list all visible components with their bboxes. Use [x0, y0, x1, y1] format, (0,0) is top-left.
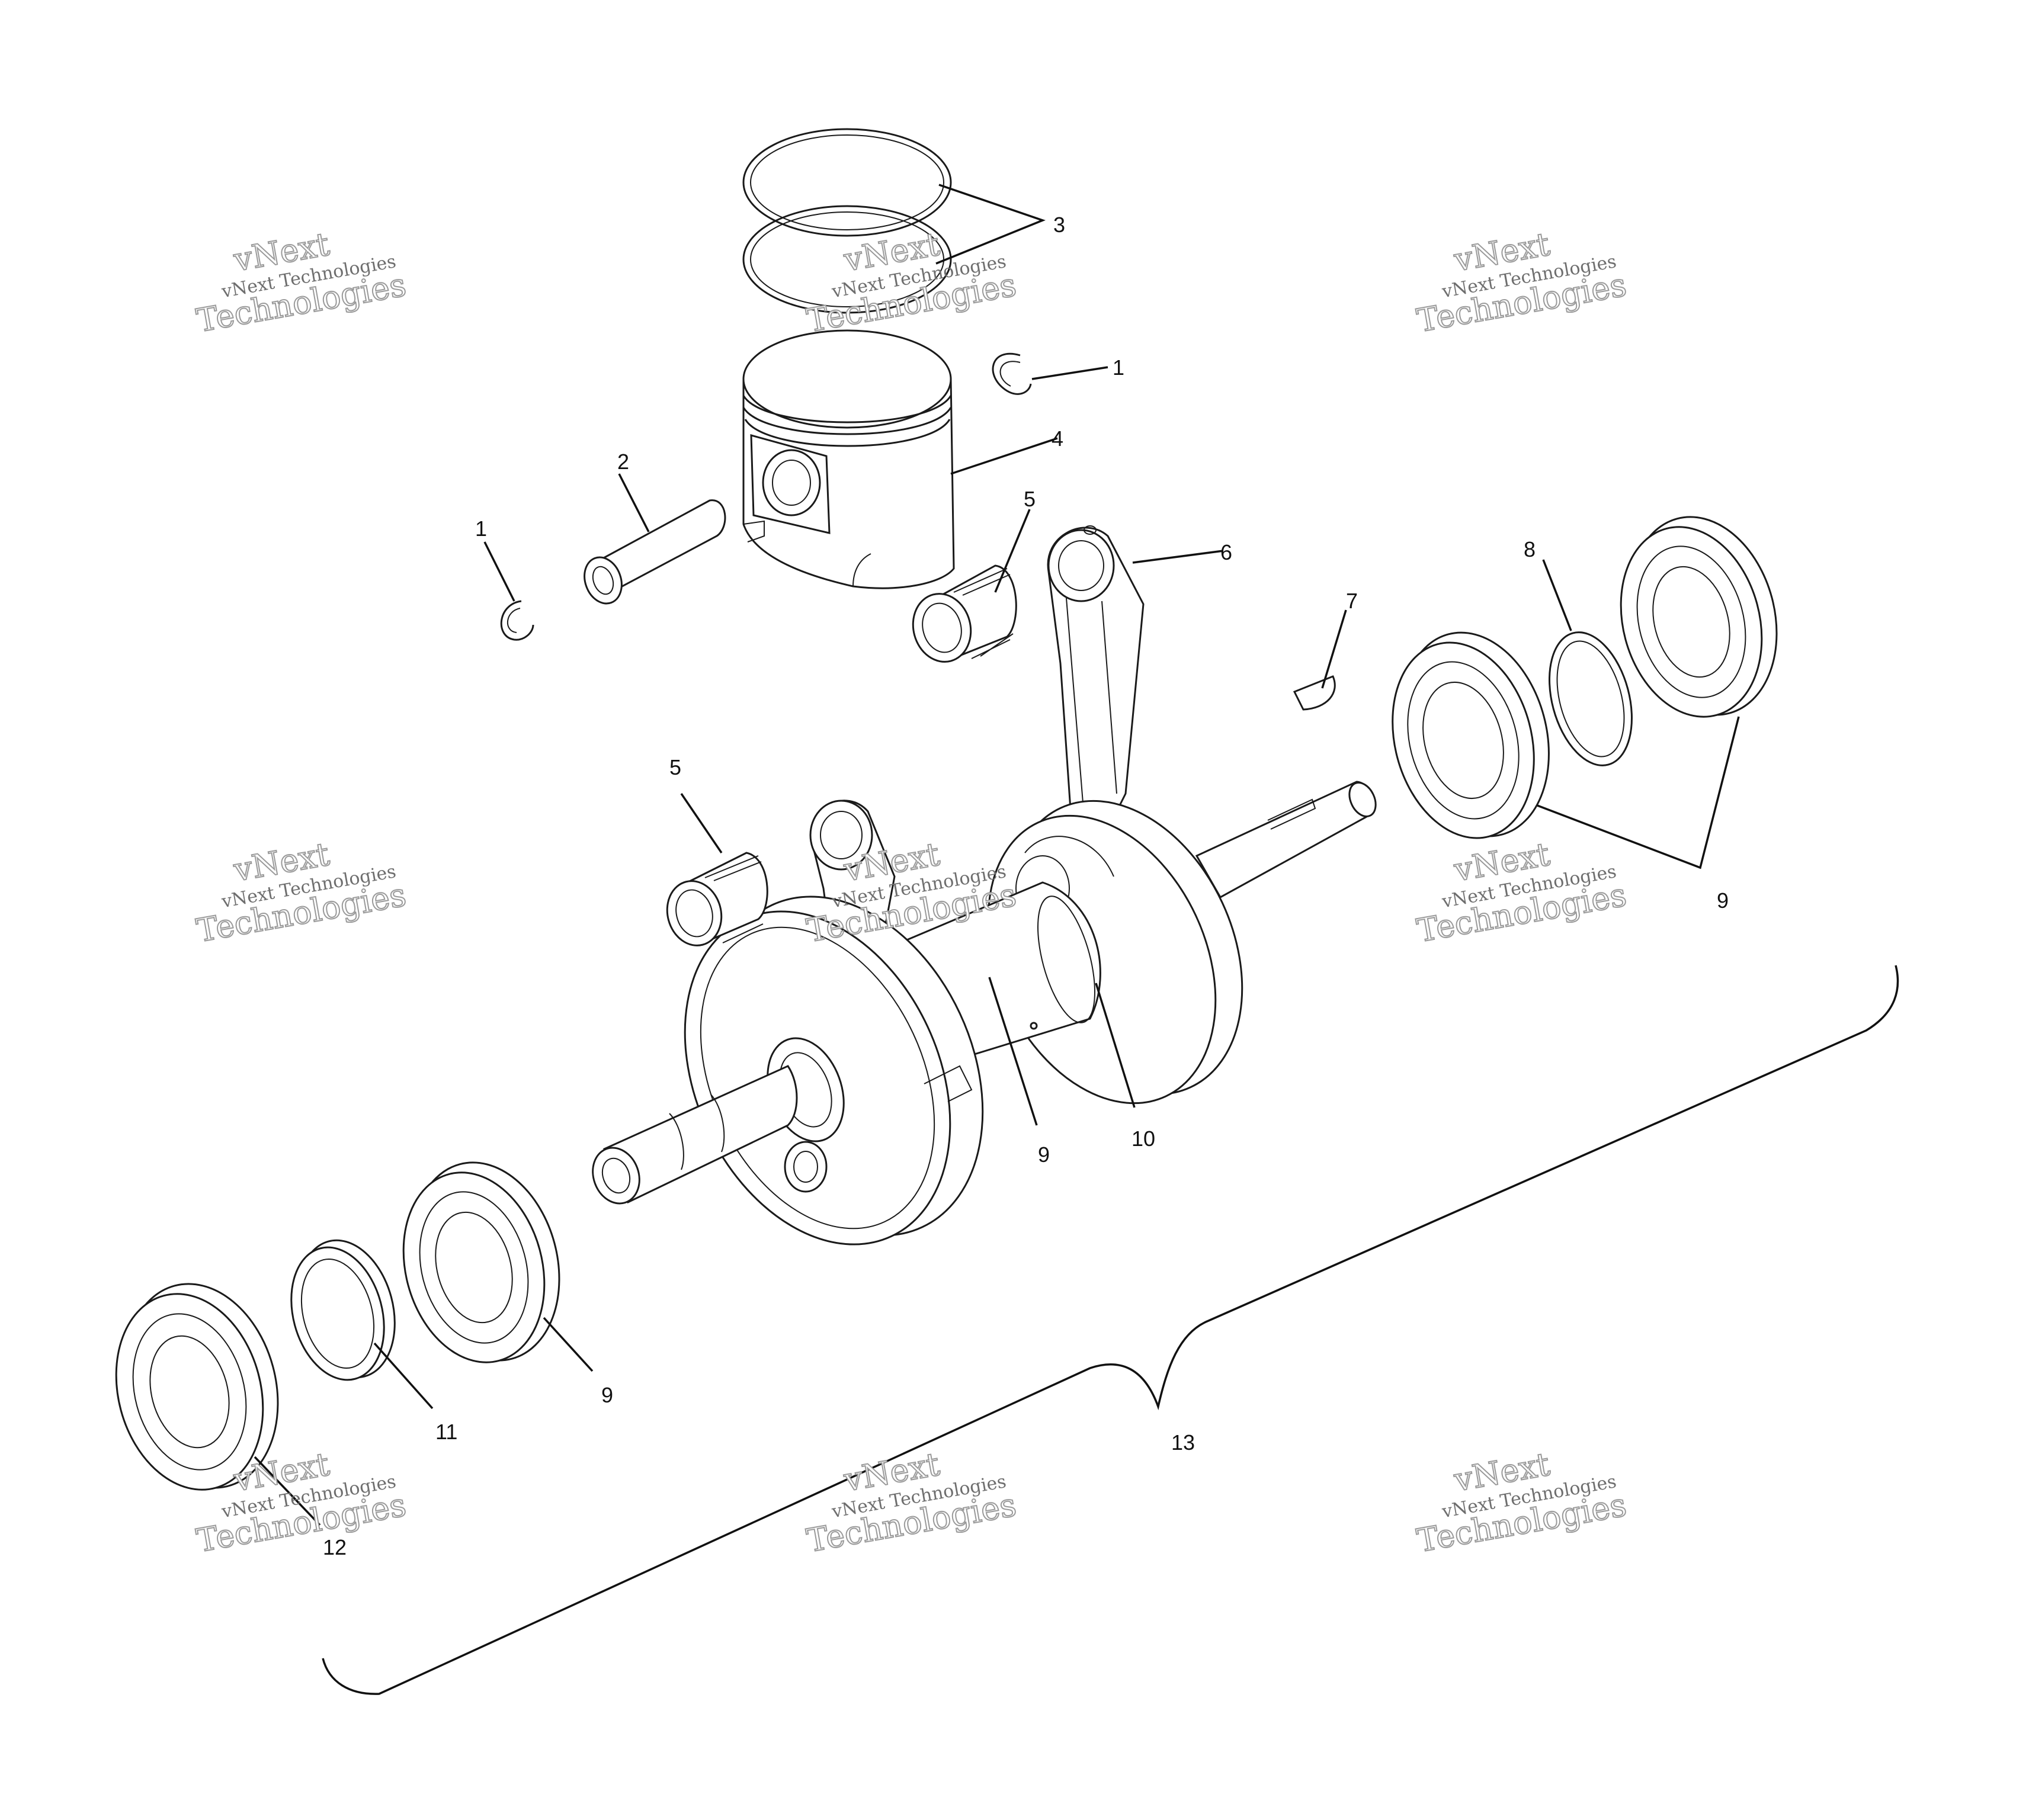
main-bearing-right-2 — [1620, 516, 1778, 718]
piston — [742, 329, 955, 589]
connecting-rod-upper — [1047, 525, 1145, 842]
circlip-left — [500, 600, 534, 641]
main-bearing-left — [402, 1161, 560, 1363]
callout-7: 7 — [1346, 589, 1358, 613]
watermark: vNext vNext Technologies Technologies — [1413, 1445, 1630, 1560]
callout-6: 6 — [1220, 540, 1232, 564]
spacer-ring — [290, 1239, 396, 1381]
needle-bearing-lower — [666, 852, 768, 946]
callout-12: 12 — [323, 1535, 347, 1559]
callout-2: 2 — [617, 450, 629, 474]
crankshaft — [592, 781, 1377, 1246]
wrist-pin — [584, 499, 726, 605]
woodruff-key — [1293, 675, 1336, 711]
callout-1-left: 1 — [475, 516, 487, 541]
callout-1-right: 1 — [1113, 355, 1124, 380]
watermark: vNext vNext Technologies Technologies — [803, 224, 1020, 340]
watermark: vNext vNext Technologies Technologies — [803, 1445, 1020, 1560]
outer-bearing-left — [115, 1283, 279, 1491]
callout-10: 10 — [1132, 1126, 1155, 1151]
watermark: vNext vNext Technologies Technologies — [1413, 224, 1630, 340]
callouts: 3 1 4 2 1 5 6 7 8 9 5 9 10 9 11 12 13 — [323, 213, 1729, 1559]
callout-9-left: 9 — [601, 1383, 613, 1407]
assembly-bracket — [322, 965, 1899, 1695]
callout-5-upper: 5 — [1024, 487, 1036, 511]
callout-9-center: 9 — [1038, 1142, 1050, 1167]
seal-ring — [1549, 631, 1633, 766]
callout-8: 8 — [1524, 537, 1536, 561]
callout-5-lower: 5 — [669, 755, 681, 779]
callout-11: 11 — [435, 1420, 457, 1444]
main-bearing-right-1 — [1392, 631, 1550, 839]
watermark: vNext vNext Technologies Technologies — [1413, 834, 1630, 950]
callout-13: 13 — [1171, 1430, 1195, 1455]
callout-3: 3 — [1053, 213, 1065, 237]
leader-lines — [254, 184, 1740, 1526]
circlip-right — [992, 352, 1032, 395]
callout-4: 4 — [1052, 426, 1063, 451]
watermark: vNext vNext Technologies Technologies — [193, 224, 409, 340]
watermark: vNext vNext Technologies Technologies — [193, 834, 409, 950]
callout-9-right: 9 — [1717, 888, 1729, 913]
